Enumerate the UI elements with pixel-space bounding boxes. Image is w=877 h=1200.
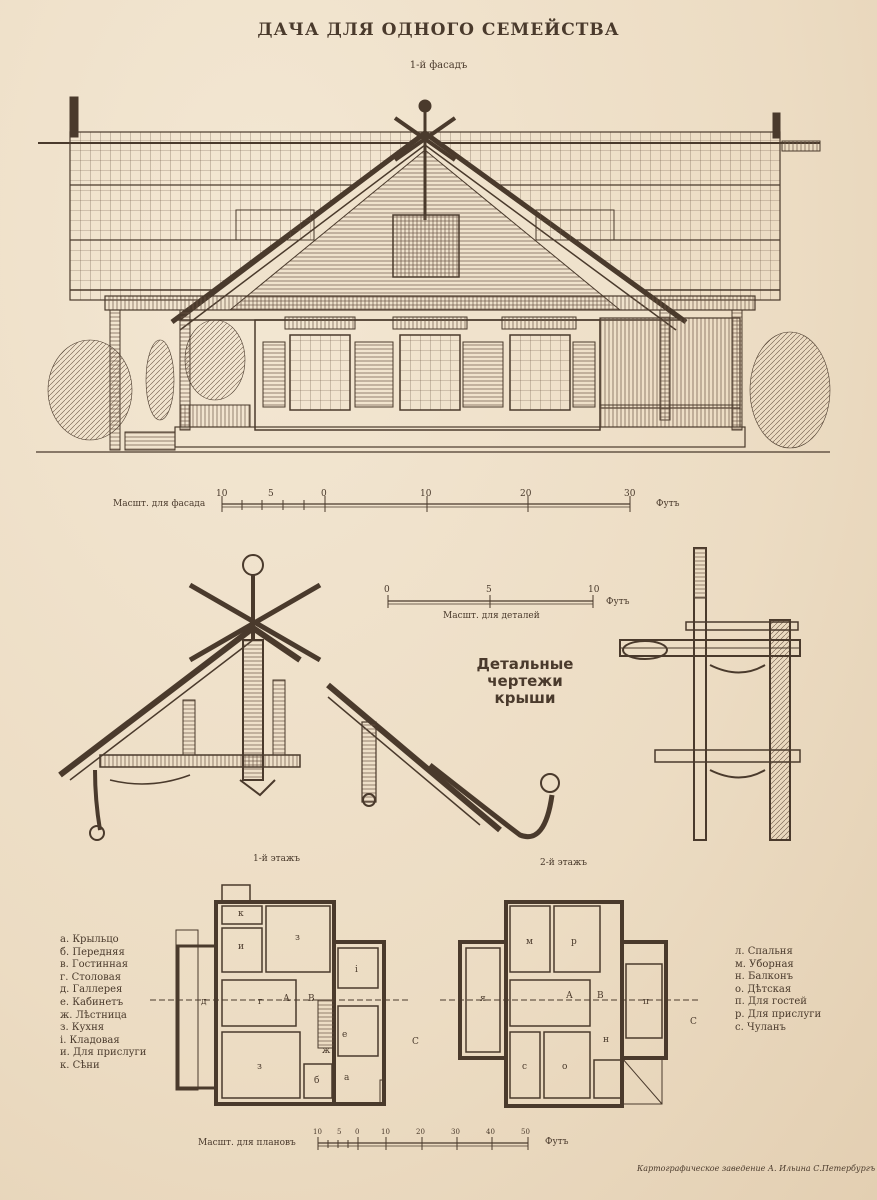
legend-item: в. Гостинная <box>60 959 129 971</box>
legend-item: р. Для прислуги <box>735 1008 822 1020</box>
room-label: а <box>344 1073 350 1083</box>
detail-scale-unit: Футъ <box>606 597 630 607</box>
facade-scale-unit: Футъ <box>656 499 680 509</box>
legend-item: о. Дѣтская <box>735 983 792 995</box>
facade-scale-tick-2: 0 <box>321 489 327 499</box>
facade-scale-tick-4: 20 <box>520 489 532 499</box>
legend-left: а. Крыльцо б. Передняя в. Гостинная г. С… <box>60 934 146 1073</box>
legend-item: д. Галлерея <box>60 984 123 996</box>
room-label: С <box>690 1017 697 1027</box>
room-label: з <box>257 1062 262 1072</box>
room-label: В <box>308 994 315 1004</box>
detail-scale-tick-1: 5 <box>486 585 492 595</box>
detail-scale-label: Масшт. для деталей <box>443 611 540 621</box>
room-label: г <box>258 997 263 1007</box>
room-label: р <box>571 937 577 947</box>
room-label: б <box>314 1076 320 1086</box>
legend-item: е. Кабинетъ <box>60 996 124 1008</box>
roof-detail-eave <box>326 682 560 839</box>
plan-scale-tick-6: 40 <box>486 1128 495 1136</box>
room-label: А <box>566 991 573 1001</box>
plan-scale-tick-0: 10 <box>313 1128 322 1136</box>
plan-scale-unit: Футъ <box>545 1137 569 1147</box>
roof-detail-gable <box>58 554 322 841</box>
legend-item: ж. Лѣстница <box>60 1009 127 1021</box>
room-label: п <box>643 997 649 1007</box>
sheet-title: ДАЧА ДЛЯ ОДНОГО СЕМЕЙСТВА <box>257 20 620 40</box>
room-label: о <box>562 1062 568 1072</box>
room-label: А <box>283 994 290 1004</box>
legend-item: с. Чуланъ <box>735 1021 786 1033</box>
facade-scale-tick-0: 10 <box>216 489 228 499</box>
detail-scale-tick-2: 10 <box>588 585 600 595</box>
plan-scale-label: Масшт. для плановъ <box>198 1138 296 1148</box>
imprint: Картографическое заведение А. Ильина С.П… <box>637 1164 876 1173</box>
room-label: С <box>412 1037 419 1047</box>
legend-right: л. Спальня м. Уборная н. Балконъ о. Дѣтс… <box>735 946 821 1034</box>
legend-item: п. Для гостей <box>735 996 807 1008</box>
legend-item: к. Сѣни <box>60 1059 100 1071</box>
legend-item: а. Крыльцо <box>60 934 119 945</box>
room-label: д <box>201 997 207 1007</box>
plan-scale-tick-2: 0 <box>355 1128 360 1136</box>
facade-scale-tick-3: 10 <box>420 489 432 499</box>
facade-scale-label: Масшт. для фасада <box>113 499 206 509</box>
room-label: е <box>342 1030 348 1040</box>
room-label: м <box>526 937 534 947</box>
detail-scale-bar <box>387 595 594 608</box>
facade-scale-tick-5: 30 <box>624 489 636 499</box>
legend-item: г. Столовая <box>60 971 122 983</box>
facade-caption: 1-й фасадъ <box>409 60 468 71</box>
plan-scale-tick-1: 5 <box>337 1128 342 1136</box>
legend-item: з. Кухня <box>60 1022 105 1034</box>
room-label: я <box>480 994 486 1004</box>
plan-scale-bar <box>317 1137 529 1150</box>
facade-scale-bar <box>221 496 631 512</box>
detail-title: Детальные чертежи крыши <box>476 655 574 707</box>
floor2-caption: 2-й этажъ <box>540 858 588 868</box>
roof-detail-section <box>619 547 801 841</box>
legend-item: і. Кладовая <box>60 1034 120 1046</box>
room-label: к <box>238 909 244 919</box>
floor1-caption: 1-й этажъ <box>253 854 301 864</box>
facade-scale-tick-1: 5 <box>268 489 274 499</box>
room-label: і <box>355 965 358 975</box>
detail-scale-tick-0: 0 <box>384 585 390 595</box>
plan-scale-tick-4: 20 <box>416 1128 425 1136</box>
plan-scale-tick-3: 10 <box>381 1128 390 1136</box>
room-label: В <box>597 991 604 1001</box>
legend-item: н. Балконъ <box>735 971 793 983</box>
plan-scale-tick-5: 30 <box>451 1128 460 1136</box>
legend-item: л. Спальня <box>735 946 793 957</box>
room-label: ж <box>322 1046 331 1056</box>
plan-scale-tick-7: 50 <box>521 1128 530 1136</box>
legend-item: и. Для прислуги <box>60 1047 147 1059</box>
legend-item: м. Уборная <box>735 958 794 970</box>
room-label: и <box>238 942 244 952</box>
floor-plan-2 <box>458 900 668 1108</box>
floor-plan-1 <box>175 884 386 1106</box>
room-label: с <box>522 1062 528 1072</box>
legend-item: б. Передняя <box>60 946 125 958</box>
room-label: н <box>603 1035 609 1045</box>
facade-drawing <box>36 96 831 453</box>
room-label: з <box>295 933 300 943</box>
